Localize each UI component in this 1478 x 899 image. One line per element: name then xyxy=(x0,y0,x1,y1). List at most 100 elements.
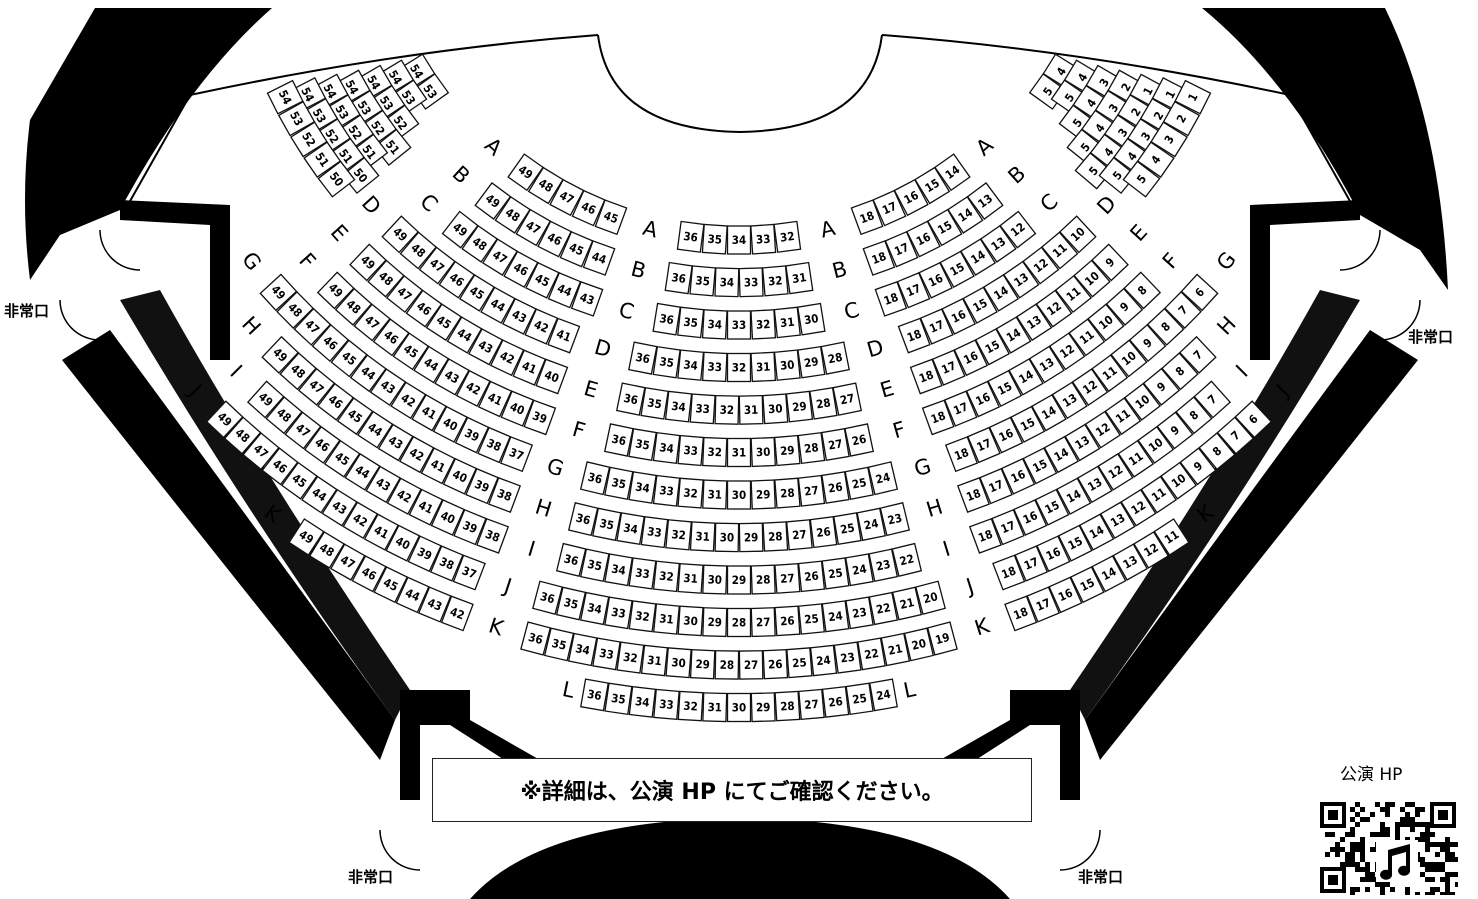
seat-left-I-11[interactable]: 11 xyxy=(1117,439,1155,478)
seat-left-F-9[interactable]: 9 xyxy=(1105,287,1144,326)
seat-left-H-16[interactable]: 16 xyxy=(1000,457,1036,495)
seat-right-C-43[interactable]: 43 xyxy=(570,281,604,317)
seat-right-G-48[interactable]: 48 xyxy=(276,291,315,329)
seat-center-G-30[interactable]: 30 xyxy=(726,480,752,510)
seat-right-K-47[interactable]: 47 xyxy=(330,543,366,581)
seat-center-C-34[interactable]: 34 xyxy=(701,309,728,340)
seat-center-H-28[interactable]: 28 xyxy=(762,521,789,552)
seat-left-H-8[interactable]: 8 xyxy=(1161,352,1199,391)
seat-center-E-33[interactable]: 33 xyxy=(689,393,716,425)
seat-center-G-36[interactable]: 36 xyxy=(579,461,611,496)
seat-center-B-34[interactable]: 34 xyxy=(714,267,740,298)
seat-center-I-34[interactable]: 34 xyxy=(604,553,634,587)
seat-left-H-9[interactable]: 9 xyxy=(1142,367,1181,406)
seat-far-left-G-1[interactable]: 1 xyxy=(1174,79,1212,115)
seat-center-J-23[interactable]: 23 xyxy=(845,596,874,630)
seat-center-E-31[interactable]: 31 xyxy=(738,394,764,425)
seat-center-H-30[interactable]: 30 xyxy=(714,522,740,553)
seat-left-G-10[interactable]: 10 xyxy=(1110,339,1148,378)
seat-right-J-39[interactable]: 39 xyxy=(407,535,442,573)
seat-center-K-19[interactable]: 19 xyxy=(926,621,958,656)
seat-left-F-14[interactable]: 14 xyxy=(1008,358,1044,396)
seat-center-L-34[interactable]: 34 xyxy=(628,685,657,718)
seat-far-right-G-54[interactable]: 54 xyxy=(266,79,304,115)
seat-center-D-29[interactable]: 29 xyxy=(797,345,826,379)
seat-left-H-10[interactable]: 10 xyxy=(1123,382,1161,421)
seat-center-G-26[interactable]: 26 xyxy=(821,471,850,504)
seat-left-G-15[interactable]: 15 xyxy=(1010,405,1046,443)
seat-left-D-14[interactable]: 14 xyxy=(982,274,1020,312)
seat-left-G-7[interactable]: 7 xyxy=(1163,291,1202,329)
seat-left-C-18[interactable]: 18 xyxy=(874,281,908,317)
seat-center-K-20[interactable]: 20 xyxy=(903,627,935,662)
seat-right-G-49[interactable]: 49 xyxy=(259,273,298,312)
seat-left-G-16[interactable]: 16 xyxy=(988,416,1024,454)
seat-center-K-22[interactable]: 22 xyxy=(857,637,886,671)
seat-right-J-47[interactable]: 47 xyxy=(242,432,280,471)
seat-center-I-28[interactable]: 28 xyxy=(750,564,776,595)
seat-right-H-38[interactable]: 38 xyxy=(487,477,522,513)
seat-center-D-35[interactable]: 35 xyxy=(652,345,681,379)
seat-right-I-49[interactable]: 49 xyxy=(246,380,285,419)
seat-left-D-15[interactable]: 15 xyxy=(962,286,998,324)
seat-right-J-42[interactable]: 42 xyxy=(342,501,379,539)
seat-right-I-38[interactable]: 38 xyxy=(476,517,510,554)
seat-left-G-18[interactable]: 18 xyxy=(944,436,979,473)
seat-left-I-12[interactable]: 12 xyxy=(1097,453,1134,491)
seat-right-D-48[interactable]: 48 xyxy=(399,231,438,270)
seat-right-F-41[interactable]: 41 xyxy=(477,380,513,418)
seat-left-I-18[interactable]: 18 xyxy=(968,517,1002,554)
seat-right-I-44[interactable]: 44 xyxy=(344,453,381,491)
seat-center-K-24[interactable]: 24 xyxy=(809,644,838,677)
seat-right-J-43[interactable]: 43 xyxy=(321,488,358,527)
seat-right-J-48[interactable]: 48 xyxy=(223,416,262,455)
seat-center-L-24[interactable]: 24 xyxy=(869,678,898,712)
seat-left-B-14[interactable]: 14 xyxy=(947,195,984,234)
seat-center-L-28[interactable]: 28 xyxy=(774,690,801,722)
seat-center-D-30[interactable]: 30 xyxy=(773,349,801,381)
seat-right-G-37[interactable]: 37 xyxy=(499,436,534,473)
seat-left-G-12[interactable]: 12 xyxy=(1071,368,1109,407)
seat-center-J-27[interactable]: 27 xyxy=(750,607,776,638)
seat-right-H-45[interactable]: 45 xyxy=(336,397,374,436)
seat-right-C-45[interactable]: 45 xyxy=(525,261,560,299)
seat-left-I-8[interactable]: 8 xyxy=(1175,396,1213,435)
seat-right-E-43[interactable]: 43 xyxy=(467,328,504,366)
seat-right-A-49[interactable]: 49 xyxy=(507,153,544,192)
seat-right-D-43[interactable]: 43 xyxy=(502,297,537,335)
seat-center-L-26[interactable]: 26 xyxy=(821,685,850,718)
seat-left-F-17[interactable]: 17 xyxy=(943,390,978,427)
seat-center-L-32[interactable]: 32 xyxy=(677,690,704,722)
seat-right-K-45[interactable]: 45 xyxy=(373,566,409,604)
seat-left-D-16[interactable]: 16 xyxy=(941,297,976,335)
seat-center-B-35[interactable]: 35 xyxy=(689,265,717,297)
seat-center-H-26[interactable]: 26 xyxy=(809,516,838,549)
seat-center-J-31[interactable]: 31 xyxy=(652,603,681,635)
seat-center-J-33[interactable]: 33 xyxy=(604,596,633,630)
seat-right-D-49[interactable]: 49 xyxy=(381,215,420,254)
seat-right-D-47[interactable]: 47 xyxy=(418,246,456,285)
seat-center-H-31[interactable]: 31 xyxy=(689,521,716,552)
seat-left-H-13[interactable]: 13 xyxy=(1064,423,1101,462)
seat-right-G-47[interactable]: 47 xyxy=(293,307,332,346)
seat-right-K-48[interactable]: 48 xyxy=(308,531,345,569)
seat-left-J-7[interactable]: 7 xyxy=(1216,416,1255,455)
seat-center-E-29[interactable]: 29 xyxy=(785,390,814,423)
seat-center-H-27[interactable]: 27 xyxy=(785,519,813,551)
seat-left-J-15[interactable]: 15 xyxy=(1057,524,1093,562)
seat-left-G-11[interactable]: 11 xyxy=(1091,354,1129,393)
seat-center-E-34[interactable]: 34 xyxy=(664,390,693,423)
seat-left-E-9[interactable]: 9 xyxy=(1091,243,1129,282)
seat-right-G-44[interactable]: 44 xyxy=(349,354,387,393)
seat-center-D-33[interactable]: 33 xyxy=(701,351,728,383)
seat-left-D-13[interactable]: 13 xyxy=(1002,260,1040,299)
seat-left-K-17[interactable]: 17 xyxy=(1026,586,1061,623)
seat-center-I-36[interactable]: 36 xyxy=(555,542,587,578)
seat-center-G-34[interactable]: 34 xyxy=(628,471,657,504)
seat-left-E-11[interactable]: 11 xyxy=(1054,274,1093,314)
seat-center-I-27[interactable]: 27 xyxy=(774,562,801,594)
seat-center-I-26[interactable]: 26 xyxy=(797,560,826,593)
seat-right-J-41[interactable]: 41 xyxy=(363,513,400,551)
seat-center-A-34[interactable]: 34 xyxy=(726,225,752,255)
seat-far-left-G-2[interactable]: 2 xyxy=(1162,100,1201,137)
